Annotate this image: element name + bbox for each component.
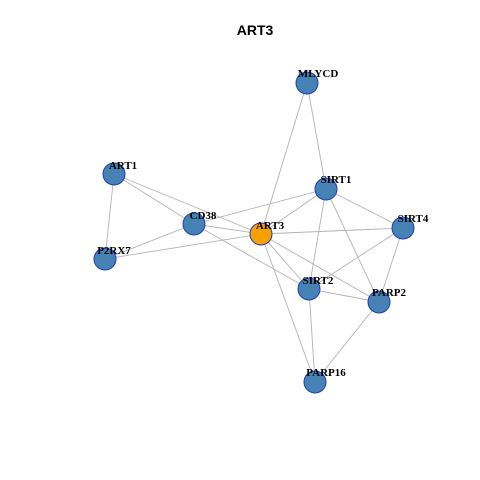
edge-art3-parp2: [260, 233, 380, 303]
node-parp16[interactable]: [303, 370, 327, 394]
node-label-parp16: PARP16: [306, 367, 346, 379]
node-label-sirt4: SIRT4: [398, 213, 429, 225]
edge-art3-sirt4: [260, 227, 404, 235]
node-cd38[interactable]: [182, 212, 206, 236]
edge-art1-cd38: [113, 173, 195, 225]
edge-art3-parp16: [260, 233, 316, 383]
edge-cd38-p2rx7: [104, 223, 195, 260]
edge-sirt1-sirt4: [325, 188, 404, 229]
node-sirt1[interactable]: [314, 177, 338, 201]
node-label-art3: ART3: [256, 220, 285, 232]
node-p2rx7[interactable]: [93, 247, 117, 271]
node-art3[interactable]: [249, 222, 273, 246]
edge-art1-p2rx7: [104, 173, 115, 260]
edge-sirt4-parp2: [378, 227, 404, 303]
node-label-parp2: PARP2: [372, 287, 407, 299]
node-label-mlycd: MLYCD: [298, 68, 339, 80]
edge-art1-art3: [113, 173, 262, 235]
edge-mlycd-art3: [260, 82, 308, 235]
node-label-p2rx7: P2RX7: [97, 245, 131, 257]
edge-sirt2-parp2: [308, 288, 380, 303]
edge-art3-sirt2: [260, 233, 310, 290]
edge-cd38-sirt1: [193, 188, 327, 225]
edge-sirt1-art3: [260, 188, 327, 235]
node-label-cd38: CD38: [190, 210, 217, 222]
edge-parp2-parp16: [314, 301, 380, 383]
edge-p2rx7-art3: [104, 233, 262, 260]
edge-cd38-sirt2: [193, 223, 310, 290]
edge-sirt1-parp2: [325, 188, 380, 303]
edge-layer: [104, 82, 404, 383]
diagram-title: ART3: [237, 22, 274, 38]
node-label-sirt1: SIRT1: [321, 174, 352, 186]
node-mlycd[interactable]: [295, 71, 319, 95]
edge-mlycd-sirt1: [306, 82, 327, 190]
node-label-art1: ART1: [109, 160, 137, 172]
node-label-sirt2: SIRT2: [303, 275, 334, 287]
edge-sirt1-sirt2: [308, 188, 327, 290]
edge-sirt4-sirt2: [308, 227, 404, 290]
edge-sirt2-parp16: [308, 288, 316, 383]
node-sirt2[interactable]: [297, 277, 321, 301]
node-layer: [93, 71, 415, 394]
node-sirt4[interactable]: [391, 216, 415, 240]
node-art1[interactable]: [102, 162, 126, 186]
node-parp2[interactable]: [367, 290, 391, 314]
